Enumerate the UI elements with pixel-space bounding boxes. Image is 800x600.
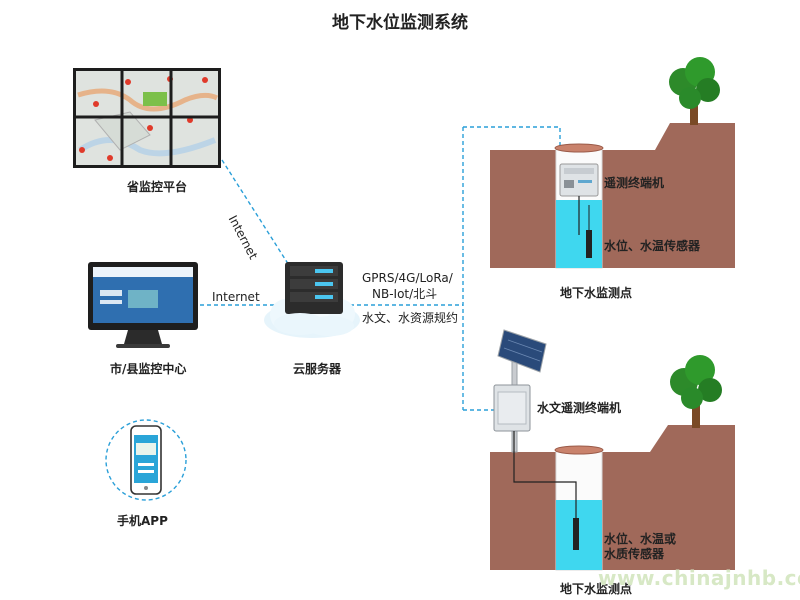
label-internet-left: Internet	[212, 290, 260, 304]
soil-block-1	[490, 123, 735, 268]
tree-icon	[670, 355, 722, 428]
label-cloud-server: 云服务器	[293, 362, 342, 376]
label-station2-sensor-1: 水位、水温或	[604, 532, 677, 546]
label-station2-sensor-2: 水质传感器	[604, 547, 665, 561]
monitor-icon	[88, 262, 198, 348]
label-protocol-1: GPRS/4G/LoRa/	[362, 271, 453, 285]
monitoring-station-2	[490, 329, 735, 571]
label-station1-terminal: 遥测终端机	[604, 176, 665, 190]
label-provincial-platform: 省监控平台	[127, 180, 188, 194]
terminal-cabinet-icon	[493, 384, 531, 432]
soil-block-2	[490, 425, 735, 570]
label-mobile-app: 手机APP	[117, 514, 168, 528]
phone-icon	[105, 419, 187, 501]
video-wall-icon	[73, 68, 221, 168]
terminal-device-icon	[559, 163, 599, 197]
watermark-text: www.chinajnhb.com	[598, 566, 800, 590]
label-station2-terminal: 水文遥测终端机	[537, 401, 622, 415]
monitoring-station-1	[490, 57, 735, 269]
link-to-station1	[463, 126, 561, 152]
tree-icon	[669, 57, 720, 125]
label-protocol-2: NB-Iot/北斗	[372, 287, 438, 301]
link-platform-to-cloud	[221, 159, 293, 271]
label-station1: 地下水监测点	[560, 286, 633, 300]
diagram-title: 地下水位监测系统	[332, 13, 468, 33]
cloud-server-icon	[264, 262, 360, 338]
label-station1-sensor: 水位、水温传感器	[604, 239, 701, 253]
label-station2: 地下水监测点	[560, 582, 633, 596]
label-city-center: 市/县监控中心	[110, 362, 187, 376]
label-protocol-3: 水文、水资源规约	[362, 311, 459, 325]
